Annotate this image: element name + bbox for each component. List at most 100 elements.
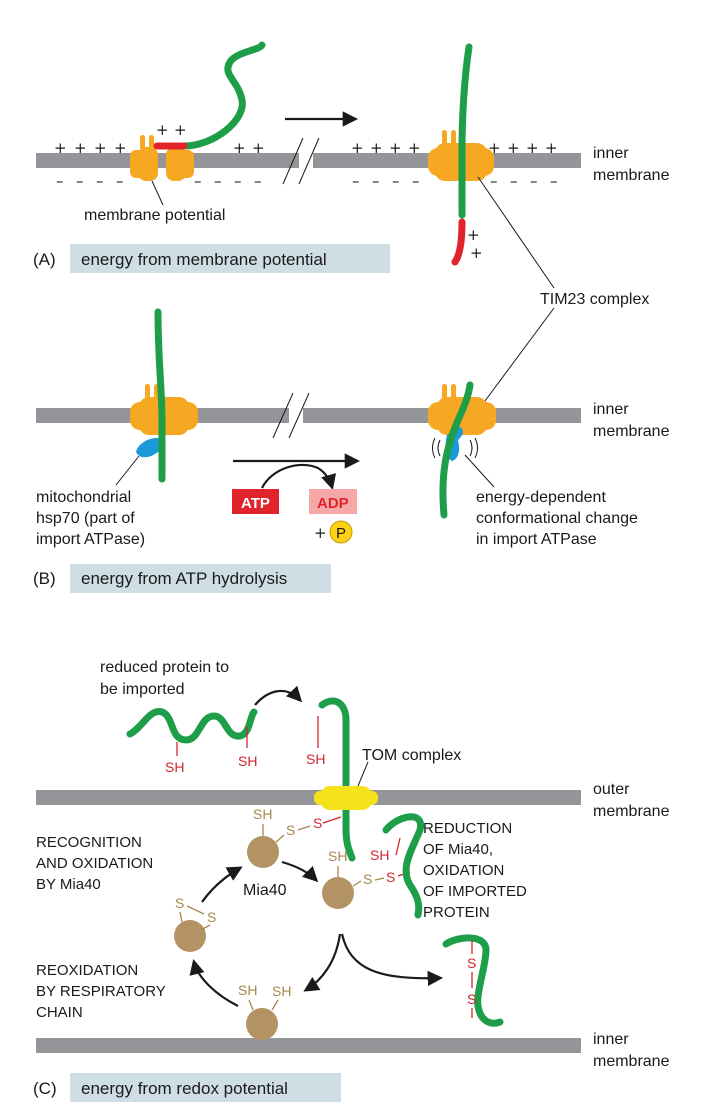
translocating-protein-b-right [439,381,474,519]
tim23-leader-a [477,176,555,289]
hsp70-label: hsp70 (part of [36,510,135,527]
caption-text-a: energy from membrane potential [81,250,327,269]
inner-membrane-label: inner [593,145,629,162]
tom-complex-label: TOM complex [362,747,461,764]
minus-sign: – [214,172,222,190]
plus-sign: + [467,226,480,244]
plus-sign: + [545,139,558,157]
sh-group: SH [328,848,347,864]
vibration-mark [437,439,441,457]
plus-sign: + [156,121,169,139]
recognition-label: AND OXIDATION [36,855,153,872]
conformational-leader [464,454,495,488]
sulfur-atom: S [207,909,216,925]
disulfide-bond [275,834,285,843]
disulfide-bond [297,825,311,831]
outer-membrane-label: outer [593,781,630,798]
sulfur-atom: S [286,822,295,838]
translocating-protein-c [318,697,356,862]
minus-sign: – [234,172,242,190]
inner-membrane-label: membrane [593,1053,670,1070]
minus-sign: – [254,172,262,190]
plus-sign: + [74,139,87,157]
translocating-protein-b-left [154,308,166,483]
hsp70-left [136,437,165,458]
membrane-break-a [282,137,304,185]
sh-group: SH [253,806,272,822]
reoxidation-label: BY RESPIRATORY [36,983,166,1000]
plus-sign: + [174,121,187,139]
sh-group: SH [165,759,184,775]
thiol-bond [200,924,211,931]
tim23-complex-label: TIM23 complex [540,291,649,308]
sh-group: SH [370,847,389,863]
minus-sign: – [352,172,360,190]
cycle-arrow-left [189,959,239,1007]
sh-group: SH [272,983,291,999]
sulfur-atom: S [313,815,322,831]
vibration-mark [432,437,436,459]
recognition-label: RECOGNITION [36,834,142,851]
mia40-label: Mia40 [243,882,287,899]
minus-sign: – [76,172,84,190]
reduced-protein-label: be imported [100,681,185,698]
import-arrow [254,685,303,706]
thiol-bond [271,999,279,1011]
thiol-bond [248,999,254,1011]
conformational-label: conformational change [476,510,638,527]
tim23-leader-b [481,307,555,406]
conformational-label: in import ATPase [476,531,597,548]
hsp70-label: mitochondrial [36,489,131,506]
reduced-protein-label: reduced protein to [100,659,229,676]
reoxidation-label: CHAIN [36,1004,83,1021]
sulfur-atom: S [467,955,476,971]
plus-sign: + [252,139,265,157]
conformational-label: energy-dependent [476,489,606,506]
plus-sign: + [351,139,364,157]
inner-membrane-c [36,1038,581,1053]
cycle-arrow-down [303,933,342,992]
plus-sign: + [114,139,127,157]
caption-letter-b: (B) [33,569,56,588]
inner-membrane-label: membrane [593,423,670,440]
atp-box [232,489,279,514]
atp-hydrolysis-arrow [261,463,337,490]
plus-sign: + [408,139,421,157]
reduction-label: OF Mia40, [423,841,493,858]
release-arrow [340,933,444,987]
oxidized-imported-protein [442,934,504,1027]
vibration-mark [469,439,473,457]
reduction-label: PROTEIN [423,904,490,921]
imported-protein-hook [382,813,425,919]
outer-membrane-label: membrane [593,803,670,820]
caption-text-c: energy from redox potential [81,1079,288,1098]
inner-membrane-label: inner [593,1031,629,1048]
panel-b: mitochondrial hsp70 (part of import ATPa… [33,308,670,593]
tim23-complex-b-left [130,384,198,435]
mia40-bottom [246,1008,278,1040]
caption-box-c [70,1073,341,1102]
minus-sign: – [550,172,558,190]
caption-box-b [70,564,331,593]
vibration-mark [474,437,478,459]
disulfide-bond [186,905,205,915]
sulfur-atom: S [363,871,372,887]
reduction-label: REDUCTION [423,820,512,837]
plus-sign: + [526,139,539,157]
sh-group: SH [238,982,257,998]
caption-text-b: energy from ATP hydrolysis [81,569,287,588]
tom-complex [314,786,378,810]
adp-box [309,489,357,514]
inner-membrane-label: membrane [593,167,670,184]
mia40-left [174,920,206,952]
disulfide-bond [374,877,385,881]
membrane-potential-label: membrane potential [84,207,225,224]
adp-label: ADP [317,495,349,512]
disulfide-bond [352,880,362,887]
plus-sign: + [54,139,67,157]
caption-letter-a: (A) [33,250,56,269]
minus-sign: – [510,172,518,190]
plus-sign: + [389,139,402,157]
translocating-protein-a [458,43,473,219]
